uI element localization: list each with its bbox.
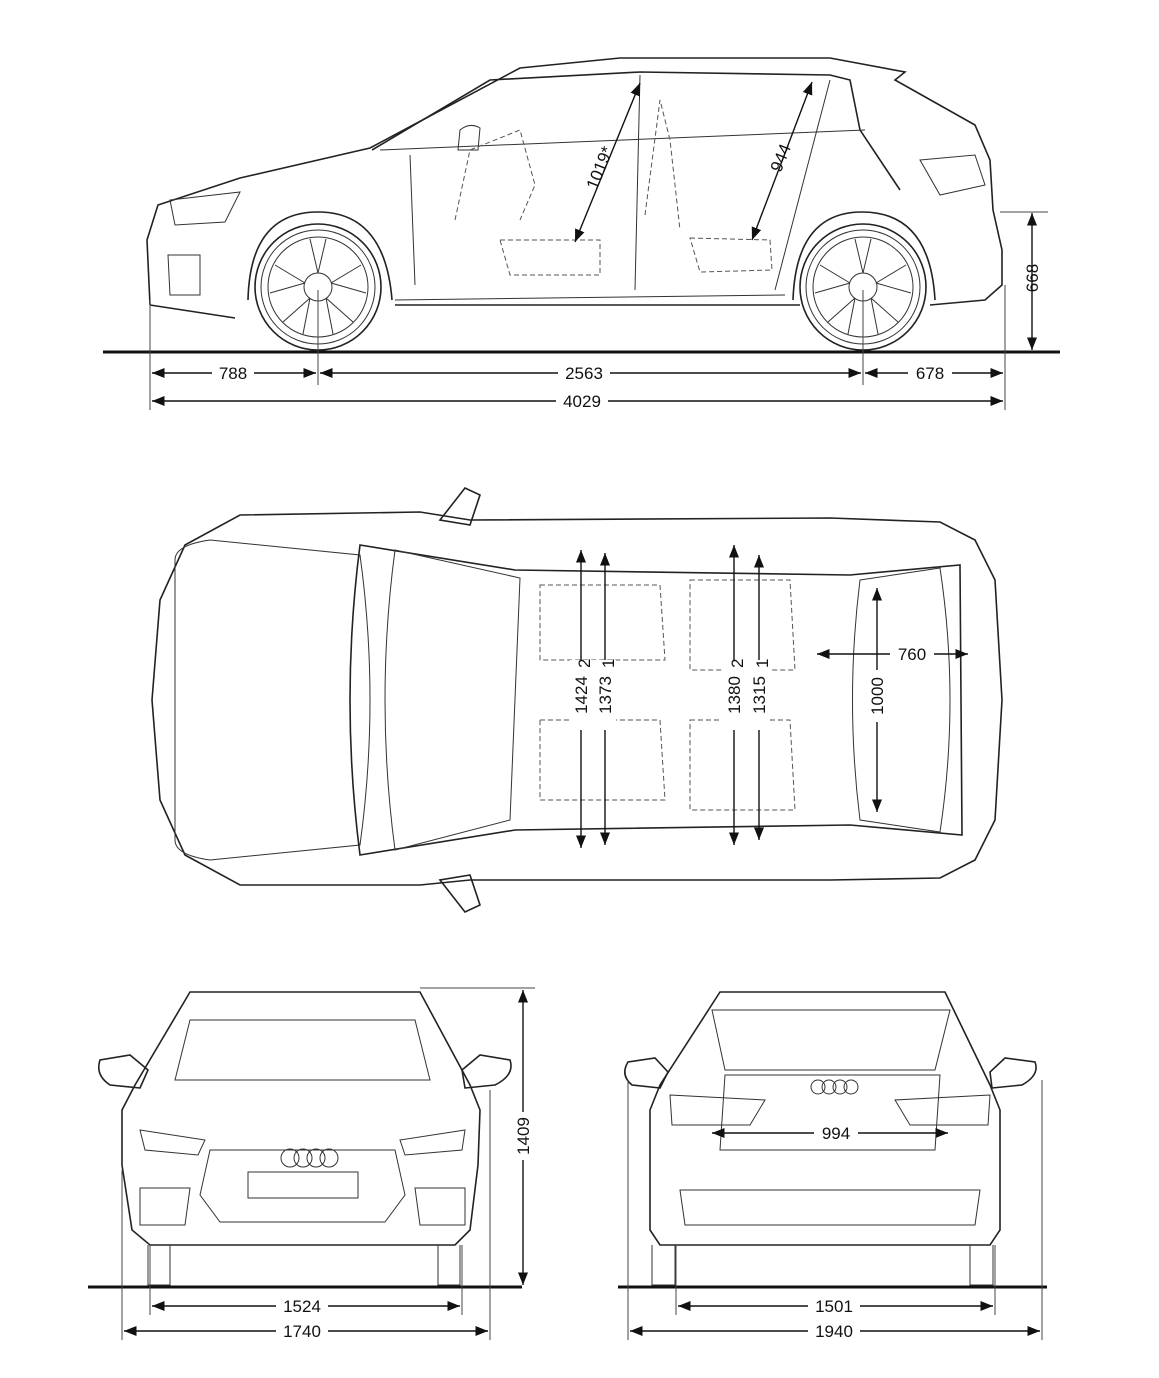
- rear-elbow-width-label: 1380: [725, 676, 744, 714]
- front-height-label: 1409: [514, 1117, 533, 1155]
- rear-track-label: 1501: [815, 1297, 853, 1316]
- rear-height-label: 668: [1023, 264, 1042, 292]
- rear-shoulder-width-label: 1315: [750, 676, 769, 714]
- rear-headroom-label: 944: [767, 141, 795, 174]
- front-width-label: 1740: [283, 1322, 321, 1341]
- front-elbow-width-label: 1424: [572, 676, 591, 714]
- trunk-opening-label: 994: [822, 1124, 850, 1143]
- front-car-outline: [97, 991, 512, 1286]
- front-headroom-line: [574, 82, 641, 243]
- front-elbow-superscript: 2: [575, 659, 594, 668]
- rear-shoulder-superscript: 1: [753, 659, 772, 668]
- top-view: 1424 1373 1380 1315 1000 760: [151, 487, 1003, 913]
- front-overhang-label: 788: [219, 364, 247, 383]
- rear-overhang-label: 678: [916, 364, 944, 383]
- front-shoulder-superscript: 1: [599, 659, 618, 668]
- side-view: 1019* 944 668 788 2563 678 4029: [103, 57, 1060, 411]
- trunk-width-label: 1000: [868, 677, 887, 715]
- front-shoulder-width-label: 1373: [596, 676, 615, 714]
- side-car-outline: [146, 57, 1003, 351]
- front-view: 1409 1524 1740: [88, 987, 535, 1341]
- rear-car-outline: [624, 991, 1037, 1286]
- rear-width-label: 1940: [815, 1322, 853, 1341]
- wheelbase-label: 2563: [565, 364, 603, 383]
- rear-view: 994 1501 1940: [618, 991, 1047, 1341]
- rear-elbow-superscript: 2: [728, 659, 747, 668]
- overall-length-label: 4029: [563, 392, 601, 411]
- rear-headroom-line: [751, 81, 813, 241]
- front-track-label: 1524: [283, 1297, 321, 1316]
- trunk-length-label: 760: [898, 645, 926, 664]
- top-car-outline: [151, 487, 1003, 913]
- front-headroom-label: 1019*: [583, 143, 617, 192]
